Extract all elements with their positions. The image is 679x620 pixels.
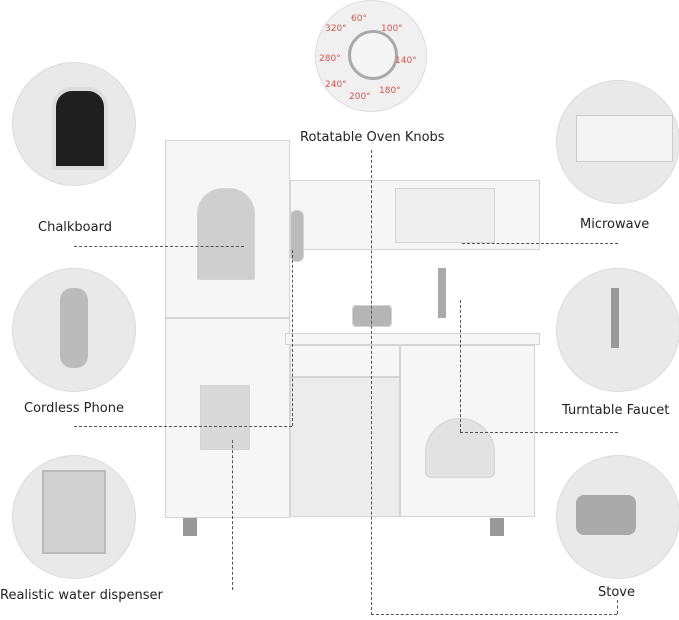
leg-right [490, 518, 504, 536]
label-microwave: Microwave [580, 217, 650, 232]
connector-stove [371, 614, 617, 615]
label-phone: Cordless Phone [24, 401, 124, 416]
pot [352, 305, 392, 327]
connector-microwave [462, 243, 618, 244]
phone-closeup [12, 268, 136, 392]
label-faucet: Turntable Faucet [562, 403, 670, 418]
dial-mark-100: 100° [381, 24, 403, 34]
faucet-closeup [556, 268, 679, 392]
label-water: Realistic water dispenser [0, 588, 163, 603]
microwave-closeup [556, 80, 679, 204]
leg-left [183, 518, 197, 536]
dial-mark-140: 140° [395, 56, 417, 66]
connector-phone [74, 426, 292, 427]
oven-knob [348, 30, 398, 80]
connector-faucet [460, 432, 618, 433]
water-dispenser [200, 385, 250, 450]
connector-water [232, 440, 233, 590]
faucet [438, 268, 446, 318]
dial-mark-60: 60° [351, 14, 367, 24]
dial-mark-320: 320° [325, 24, 347, 34]
phone-unit [290, 210, 304, 262]
dial-mark-240: 240° [325, 80, 347, 90]
label-oven-knobs: Rotatable Oven Knobs [300, 130, 445, 145]
chalkboard-closeup [12, 62, 136, 186]
connector-knobs [371, 150, 372, 615]
connector-phone-vert [292, 250, 293, 426]
connector-chalkboard [74, 246, 244, 247]
countertop [285, 333, 540, 345]
label-stove: Stove [598, 585, 635, 600]
dial-mark-180: 180° [379, 86, 401, 96]
label-chalkboard: Chalkboard [38, 220, 112, 235]
open-shelves [290, 377, 400, 517]
connector-stove-vert [617, 600, 618, 614]
dial-mark-280: 280° [319, 54, 341, 64]
connector-faucet-vert [460, 300, 461, 432]
dial-mark-200: 200° [349, 92, 371, 102]
microwave-unit [395, 188, 495, 243]
oven-panel [290, 345, 400, 377]
chalkboard-panel [197, 188, 255, 280]
oven-knob-closeup: 320° 60° 100° 140° 180° 200° 240° 280° [315, 0, 427, 112]
stove-closeup [556, 455, 679, 579]
water-dispenser-closeup [12, 455, 136, 579]
